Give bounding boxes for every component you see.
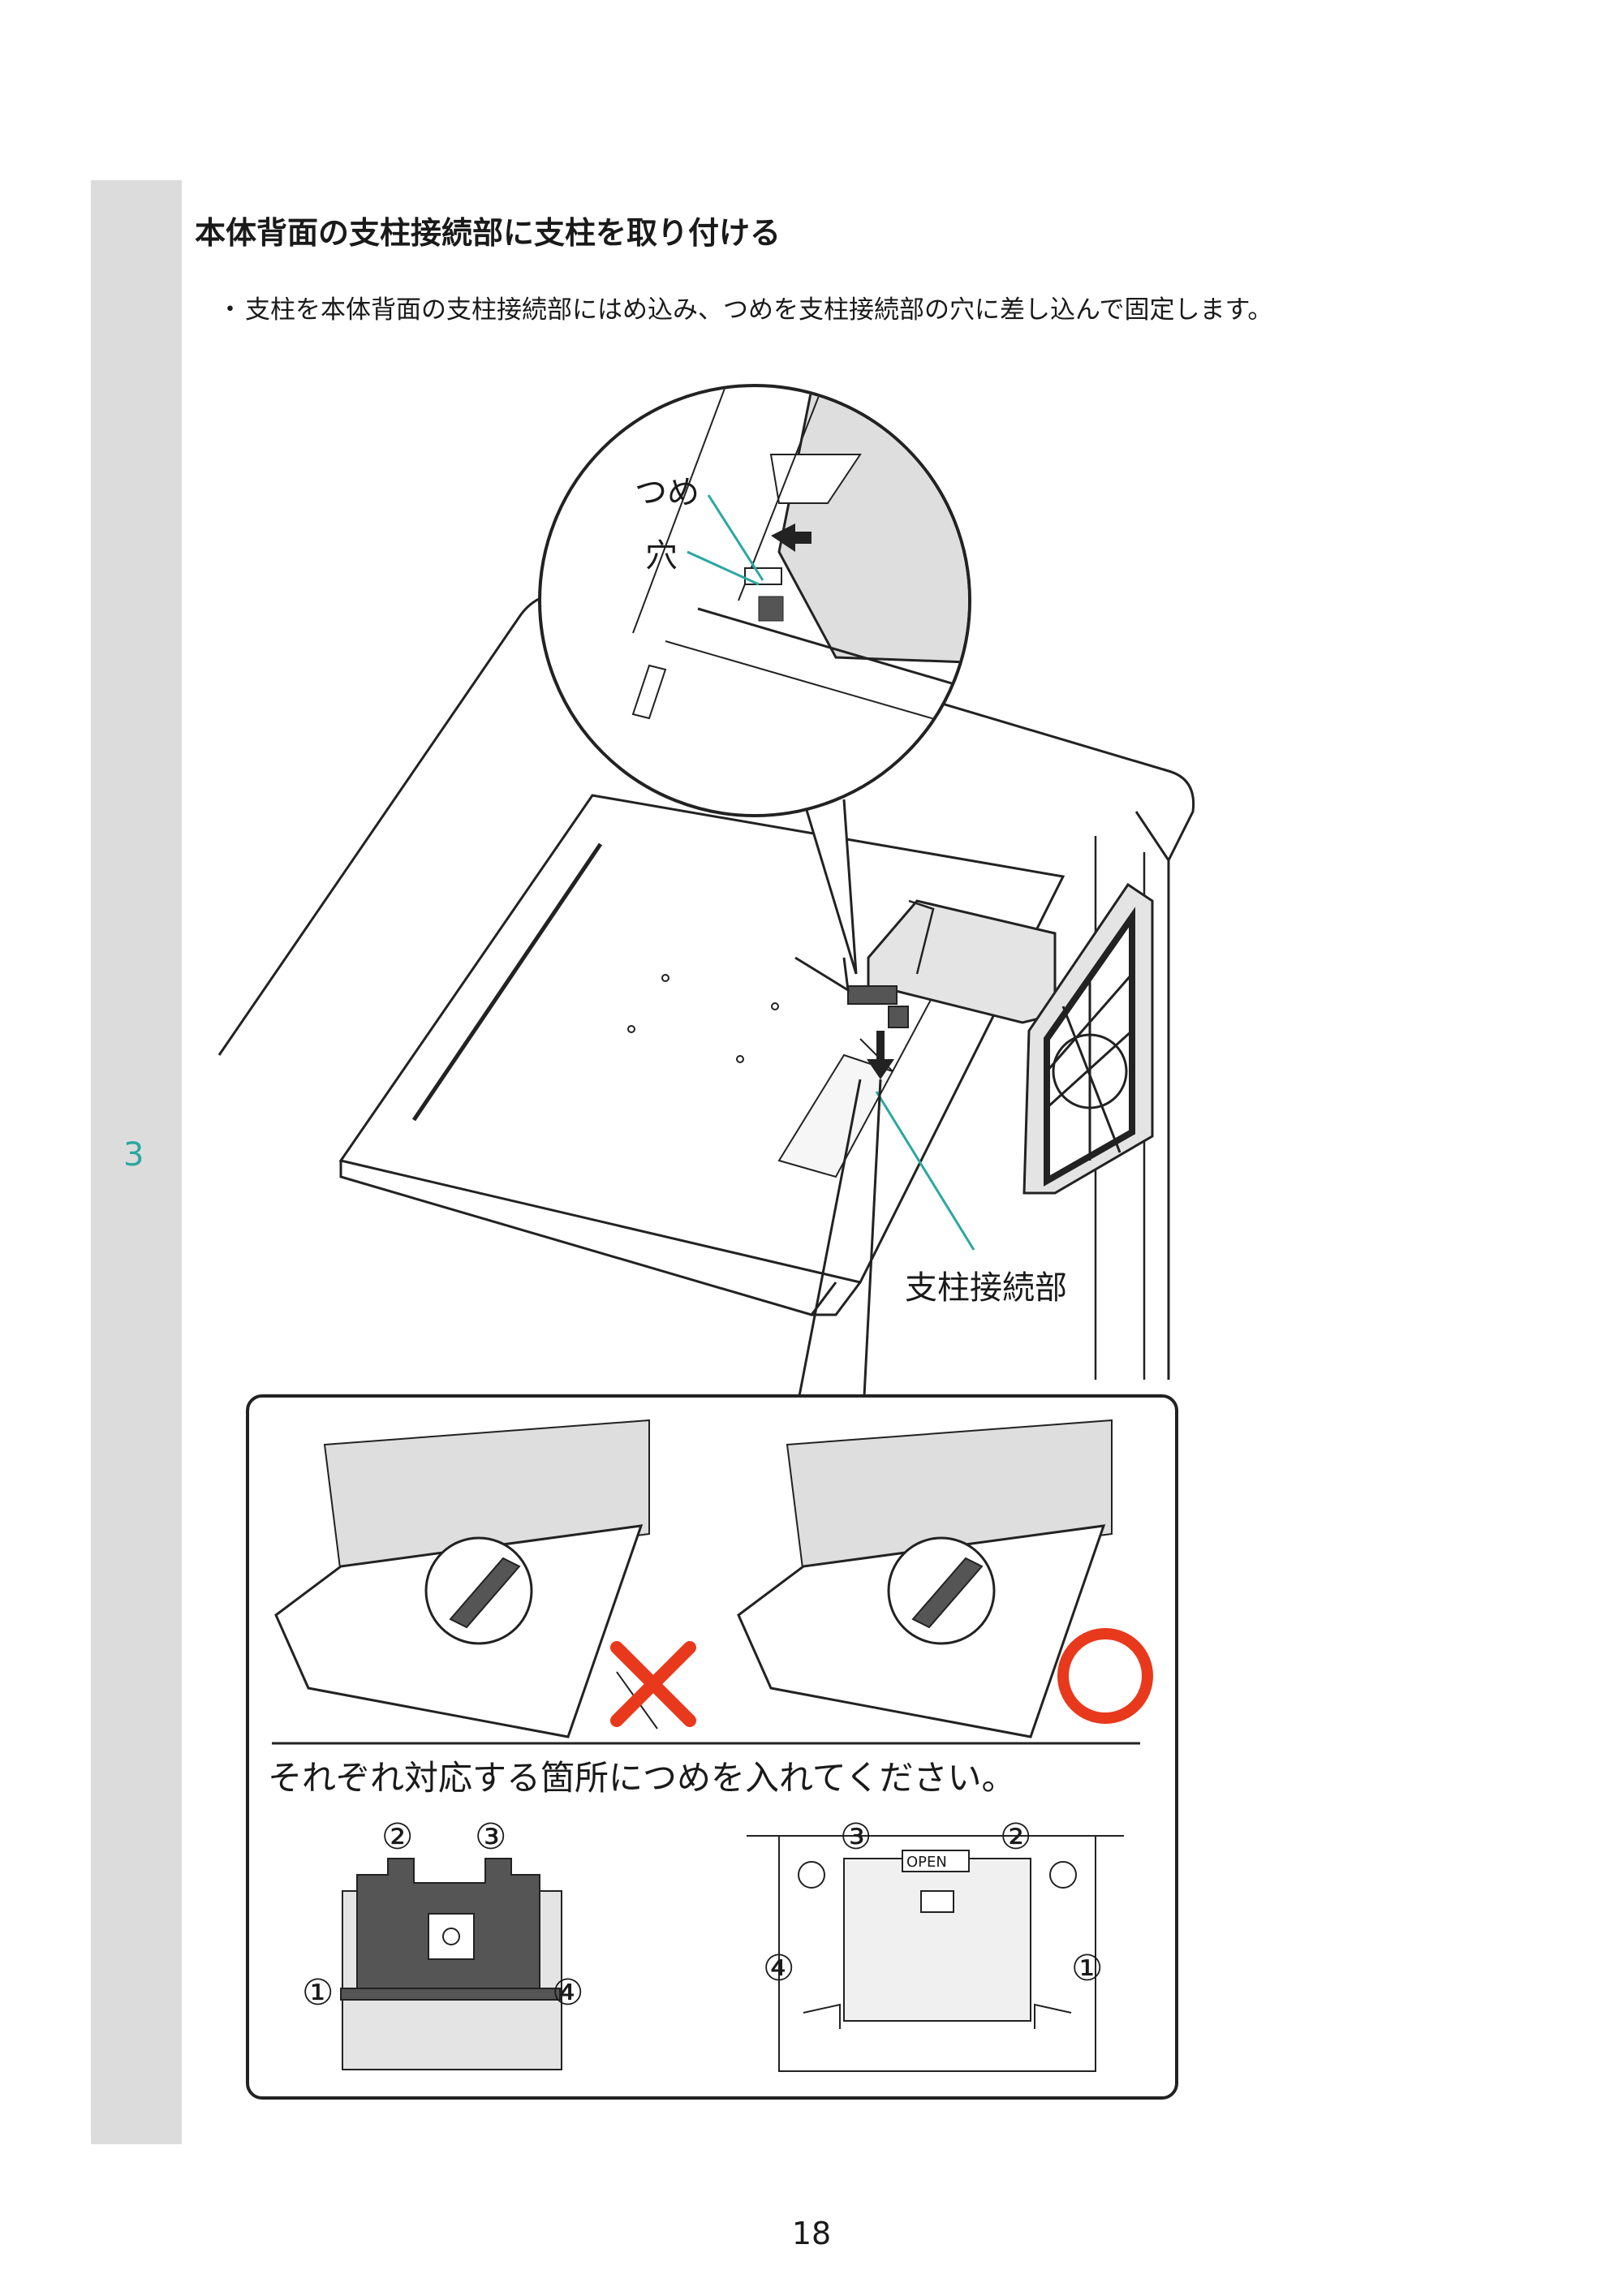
- instruction-text: それぞれ対応する箇所につめを入れてください。: [268, 1758, 1015, 1798]
- connector-mark-1: ①: [1071, 1948, 1103, 1989]
- claw-leader-line: [707, 494, 764, 581]
- connector-mark-3: ③: [840, 1816, 872, 1858]
- side-bar: [91, 180, 182, 2144]
- claw-label: つめ: [635, 474, 700, 511]
- wrong-example: [274, 1419, 696, 1738]
- claw-mark-3: ③: [475, 1816, 506, 1858]
- step-number: 3: [123, 1136, 144, 1174]
- claw-mark-1: ①: [302, 1972, 334, 2014]
- page-title: 本体背面の支柱接続部に支柱を取り付ける: [195, 215, 781, 251]
- bullet-marker: ・: [217, 295, 243, 325]
- wrong-mark-icon: [610, 1641, 696, 1727]
- connector-diagram: OPEN ③ ② ④ ①: [747, 1816, 1124, 2072]
- claw-mark-2: ②: [381, 1816, 413, 1858]
- claw-diagram: ② ③ ① ④: [302, 1816, 583, 2070]
- connector-mark-2: ②: [1000, 1816, 1031, 1858]
- bullet-text: 支柱を本体背面の支柱接続部にはめ込み、つめを支柱接続部の穴に差し込んで固定します…: [245, 295, 1273, 325]
- claw-mark-4: ④: [552, 1972, 583, 2014]
- connector-label: 支柱接続部: [905, 1269, 1067, 1307]
- correct-example: [737, 1419, 1153, 1738]
- connector-mark-4: ④: [763, 1948, 794, 1989]
- hole-leader-line: [687, 550, 760, 586]
- hole-label: 穴: [645, 537, 678, 575]
- open-label: OPEN: [906, 1854, 947, 1871]
- connector-leader-line: [875, 1091, 975, 1251]
- correct-mark-icon: [1057, 1628, 1153, 1724]
- page-number: 18: [791, 2216, 832, 2251]
- instruction-bullet: ・支柱を本体背面の支柱接続部にはめ込み、つめを支柱接続部の穴に差し込んで固定しま…: [217, 289, 1272, 325]
